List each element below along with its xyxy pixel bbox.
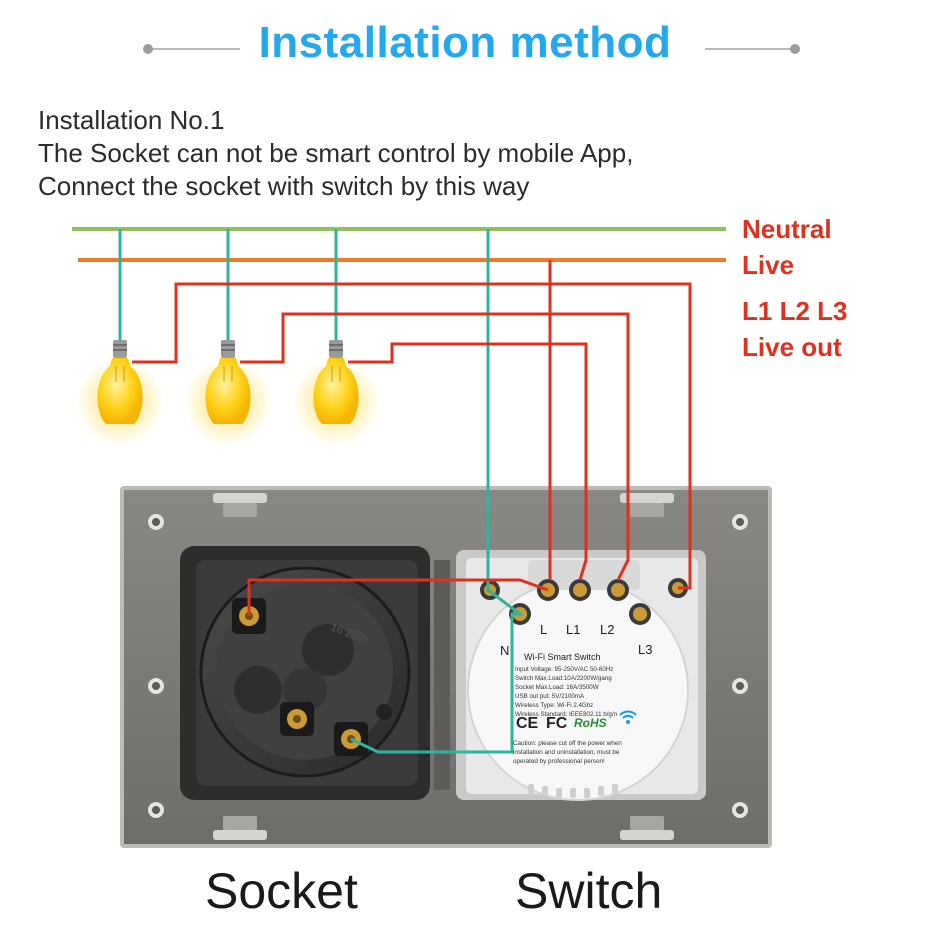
title-decoration-right-line	[705, 48, 795, 50]
fc-mark: FC	[546, 715, 568, 732]
socket-label: Socket	[205, 863, 358, 919]
switch-spec-1: Input Voltage: 95-250V/AC 50-60Hz	[515, 666, 613, 673]
switch-spec-4: USB out put: 5V/2100mA	[515, 693, 585, 700]
intro-line-3: Connect the socket with switch by this w…	[38, 171, 530, 201]
intro-line-2: The Socket can not be smart control by m…	[38, 138, 634, 168]
live-out-wires	[132, 260, 692, 616]
title-decoration-right-dot	[790, 44, 800, 54]
neutral-label: Neutral	[742, 214, 832, 244]
live-out-label: Live out	[742, 332, 842, 362]
light-bulb-2-icon	[184, 340, 272, 446]
switch-module: N L L1 L2 L3 Wi-Fi Smart Switch Input Vo…	[456, 550, 706, 801]
light-bulb-1-icon	[76, 340, 164, 446]
switch-label: Switch	[515, 863, 663, 919]
intro-text: Installation No.1 The Socket can not be …	[38, 104, 633, 203]
title-decoration-left-line	[150, 48, 240, 50]
terminal-label-l: L	[540, 622, 547, 637]
switch-spec-6: Wireless Standard: IEEE802.11 b/g/n	[515, 711, 618, 718]
page-title: Installation method	[258, 18, 672, 67]
wifi-icon	[619, 710, 637, 724]
socket-module: 16 250~	[180, 546, 430, 800]
terminal-label-n: N	[500, 643, 509, 658]
title-decoration-left-dot	[143, 44, 153, 54]
caution-line-1: Caution: please cut off the power when	[513, 740, 622, 747]
intro-line-1: Installation No.1	[38, 105, 225, 135]
caution-line-3: operated by professional person!	[513, 758, 605, 765]
switch-title: Wi-Fi Smart Switch	[524, 652, 601, 662]
caution-line-2: installation and uninstallation, must be	[513, 749, 620, 756]
terminal-label-l3: L3	[638, 642, 652, 657]
ce-mark: CE	[516, 715, 539, 732]
l1-l2-l3-label: L1 L2 L3	[742, 296, 848, 326]
switch-spec-5: Wireless Type: Wi-Fi 2.4Ghz	[515, 702, 593, 709]
switch-spec-3: Socket Max.Load: 16A/3500W	[515, 684, 599, 691]
terminal-label-l1: L1	[566, 622, 580, 637]
live-label: Live	[742, 250, 795, 280]
rohs-mark: RoHS	[574, 716, 607, 730]
terminal-label-l2: L2	[600, 622, 614, 637]
switch-spec-2: Switch Max.Load:10A/2200W/gang	[515, 675, 612, 682]
light-bulb-3-icon	[292, 340, 380, 446]
